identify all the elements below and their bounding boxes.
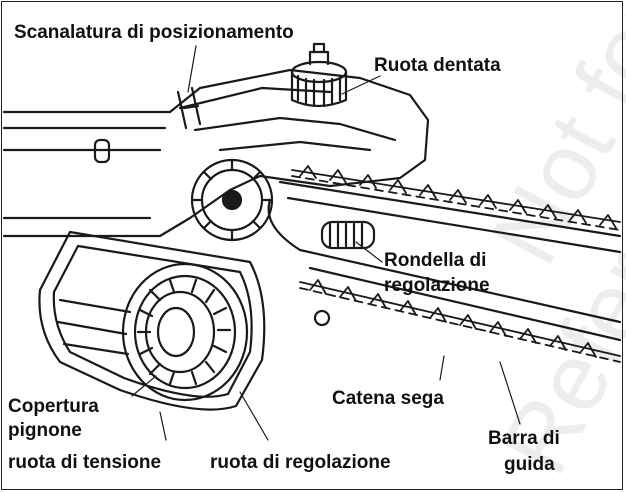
saw-chain-lower [299,279,621,363]
label-guide-bar-line1: Barra di [488,428,560,449]
label-sprocket-cover-line2: pignone [8,420,82,441]
tension-knob [290,42,348,108]
saw-chain-upper [291,165,621,231]
label-locating-slot: Scanalatura di posizionamento [14,22,294,43]
label-guide-bar-line2: guida [504,454,555,475]
label-tension-wheel: ruota di tensione [8,452,162,473]
leader-lines [131,45,521,441]
label-sprocket-cover-line1: Copertura [8,396,99,417]
label-adjusting-washer-line2: regolazione [384,275,490,296]
guide-bar [267,180,622,342]
label-sprocket: Ruota dentata [374,55,501,76]
label-saw-chain: Catena sega [332,388,444,409]
label-adjusting-wheel: ruota di regolazione [210,452,391,473]
tension-wheel [121,262,249,402]
sprocket-cover [38,230,266,411]
sprocket [190,158,274,242]
label-adjusting-washer-line1: Rondella di [384,250,487,271]
